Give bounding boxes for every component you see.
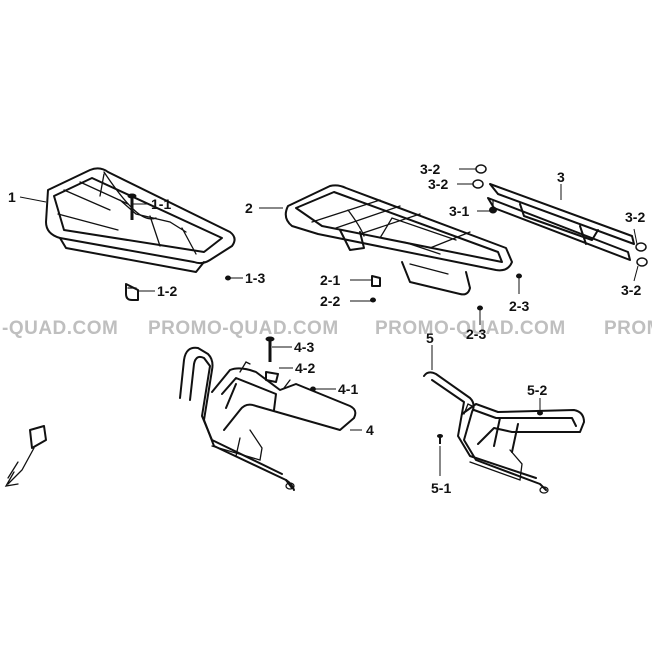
cap-3-2-a — [475, 164, 487, 174]
label-1-3: 1-3 — [245, 270, 265, 286]
label-4-1: 4-1 — [338, 381, 358, 397]
nut-2-3-a — [516, 273, 522, 279]
label-1-1: 1-1 — [151, 196, 171, 212]
cap-3-2-c — [635, 242, 647, 252]
watermark-fragment-right: PROM — [604, 318, 652, 339]
clamp-4-2 — [265, 371, 279, 383]
label-2-3-a: 2-3 — [509, 298, 529, 314]
watermark: -QUAD.COM PROMO-QUAD.COM PROMO-QUAD.COM … — [2, 318, 652, 339]
watermark-text-2: PROMO-QUAD.COM — [375, 318, 566, 339]
label-2-1: 2-1 — [320, 272, 340, 288]
label-2-2: 2-2 — [320, 293, 340, 309]
label-1-2: 1-2 — [157, 283, 177, 299]
label-2-3-b: 2-3 — [466, 326, 486, 342]
label-3-2-b: 3-2 — [428, 176, 448, 192]
cap-3-2-b — [472, 179, 484, 189]
bolt-4-3 — [265, 336, 275, 362]
label-3-1: 3-1 — [449, 203, 469, 219]
label-2: 2 — [245, 200, 253, 216]
label-3-2-c: 3-2 — [625, 209, 645, 225]
leader-lines — [19, 168, 639, 476]
clamp-2-1 — [371, 275, 381, 287]
watermark-fragment-left: -QUAD.COM — [2, 318, 118, 339]
nut-2-2 — [370, 297, 376, 303]
rear-guard[interactable] — [423, 371, 585, 494]
label-5-1: 5-1 — [431, 480, 451, 496]
rack-bar[interactable] — [487, 183, 635, 261]
label-3: 3 — [557, 169, 565, 185]
label-1: 1 — [8, 189, 16, 205]
bolt-1-1 — [127, 193, 137, 220]
nut-3-1 — [489, 200, 497, 214]
nut-4-1 — [310, 386, 316, 392]
clamp-1-2 — [125, 283, 139, 301]
label-4-3: 4-3 — [294, 339, 314, 355]
bolt-5-1 — [437, 434, 443, 444]
front-guard[interactable] — [179, 346, 357, 491]
label-5: 5 — [426, 330, 434, 346]
front-rack[interactable] — [45, 167, 236, 273]
direction-arrow-icon — [4, 425, 47, 487]
cap-3-2-d — [636, 257, 648, 267]
label-5-2: 5-2 — [527, 382, 547, 398]
nut-2-3-b — [477, 305, 483, 311]
label-3-2-a: 3-2 — [420, 161, 440, 177]
label-3-2-d: 3-2 — [621, 282, 641, 298]
watermark-text-1: PROMO-QUAD.COM — [148, 318, 339, 339]
label-4: 4 — [366, 422, 374, 438]
rear-rack[interactable] — [284, 184, 513, 296]
callout-labels: 1 1-1 1-2 1-3 2 2-1 2-2 2-3 2-3 3 3-2 3-… — [8, 161, 645, 496]
nut-5-2 — [537, 410, 543, 416]
nut-1-3 — [225, 275, 231, 281]
label-4-2: 4-2 — [295, 360, 315, 376]
